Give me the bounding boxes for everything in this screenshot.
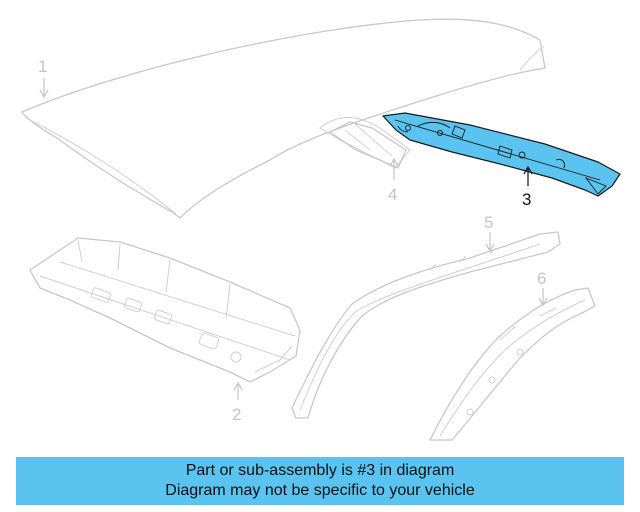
- callout-leader-5: [485, 232, 495, 253]
- callout-number-3: 3: [522, 190, 531, 209]
- callout-number-6: 6: [537, 269, 546, 288]
- part-2-front-header[interactable]: [29, 237, 301, 383]
- callout-leader-4: [389, 157, 399, 180]
- part-1-roof-panel[interactable]: [21, 18, 546, 219]
- part-5-roof-side-rail[interactable]: [291, 231, 561, 419]
- part-6-rear-pillar[interactable]: [429, 287, 596, 441]
- banner-line-part-number: Part or sub-assembly is #3 in diagram: [185, 462, 455, 479]
- part-4-roof-bow[interactable]: [329, 121, 407, 169]
- callout-leader-2: [233, 381, 243, 400]
- callout-leader-6: [538, 288, 548, 307]
- part-3-rear-header-panel[interactable]: [382, 112, 621, 197]
- banner-line-disclaimer: Diagram may not be specific to your vehi…: [165, 482, 475, 499]
- callout-number-1: 1: [38, 57, 47, 76]
- callout-leader-1: [39, 78, 49, 99]
- callout-number-4: 4: [388, 185, 397, 204]
- info-banner: Part or sub-assembly is #3 in diagram Di…: [16, 457, 624, 505]
- parts-diagram: 1 2 3 4 5 6: [21, 18, 621, 441]
- callout-number-5: 5: [484, 213, 493, 232]
- callout-leader-3: [523, 165, 533, 186]
- callout-number-2: 2: [232, 405, 241, 424]
